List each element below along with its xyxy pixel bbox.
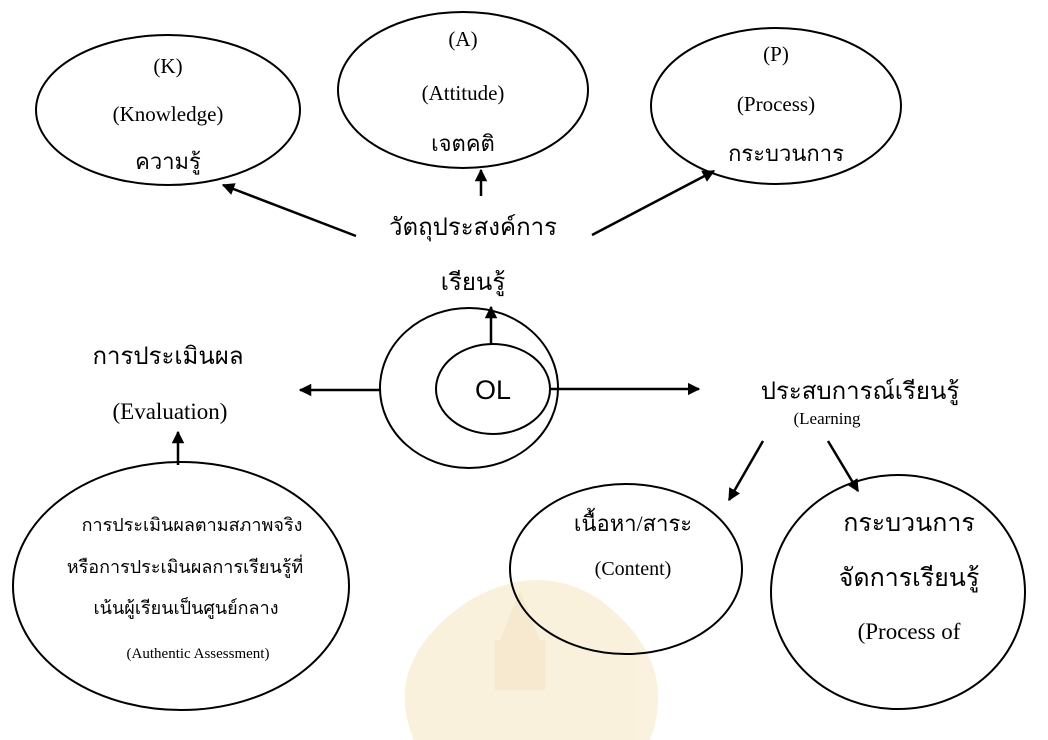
arrow-to-content (727, 440, 765, 502)
content-node: เนื้อหา/สาระ (Content) (509, 483, 743, 655)
knowledge-thai: ความรู้ (135, 149, 201, 175)
learning-process-ellipse (770, 474, 1026, 710)
attitude-letter: (A) (448, 27, 477, 51)
evaluation-thai: การประเมินผล (92, 344, 243, 370)
center-outer-ellipse (379, 307, 559, 469)
watermark-seal-icon (404, 580, 659, 740)
attitude-english: (Attitude) (422, 81, 505, 105)
process-node: (P) (Process) กระบวนการ (650, 27, 902, 185)
arrow-to-process (591, 169, 716, 237)
knowledge-node: (K) (Knowledge) ความรู้ (35, 34, 301, 186)
authentic-line1: การประเมินผลตามสภาพจริง (82, 515, 303, 535)
learning-process-line3: (Process of (858, 619, 961, 644)
center-node: OL (379, 307, 559, 469)
attitude-node: (A) (Attitude) เจตคติ (337, 11, 589, 169)
process-english: (Process) (737, 92, 815, 116)
arrow-to-knowledge (221, 183, 357, 238)
learning-process-line2: จัดการเรียนรู้ (839, 564, 980, 593)
authentic-line2: หรือการประเมินผลการเรียนรู้ที่ (67, 554, 304, 578)
objective-label-line1: วัตถุประสงค์การ (389, 213, 557, 242)
arrow-to-learning-process (826, 440, 860, 493)
evaluation-english: (Evaluation) (113, 399, 228, 424)
objective-label-line2: เรียนรู้ (441, 269, 506, 297)
knowledge-ellipse (35, 34, 301, 186)
content-ellipse (509, 483, 743, 655)
authentic-node: การประเมินผลตามสภาพจริง หรือการประเมินผล… (12, 461, 350, 711)
authentic-line3: เน้นผู้เรียนเป็นศูนย์กลาง (94, 596, 279, 619)
knowledge-letter: (K) (153, 54, 182, 78)
experience-thai: ประสบการณ์เรียนรู้ (761, 377, 960, 406)
learning-process-line1: กระบวนการ (843, 510, 975, 537)
process-ellipse (650, 27, 902, 185)
attitude-ellipse (337, 11, 589, 169)
authentic-line4: (Authentic Assessment) (127, 646, 270, 662)
center-label: OL (475, 375, 511, 405)
attitude-thai: เจตคติ (431, 131, 495, 156)
authentic-ellipse (12, 461, 350, 711)
process-letter: (P) (763, 42, 789, 66)
process-thai: กระบวนการ (728, 141, 844, 166)
learning-process-node: กระบวนการ จัดการเรียนรู้ (Process of (770, 474, 1026, 710)
content-thai: เนื้อหา/สาระ (574, 508, 692, 536)
content-english: (Content) (595, 558, 672, 580)
experience-english: (Learning (793, 409, 861, 428)
knowledge-english: (Knowledge) (113, 102, 224, 126)
